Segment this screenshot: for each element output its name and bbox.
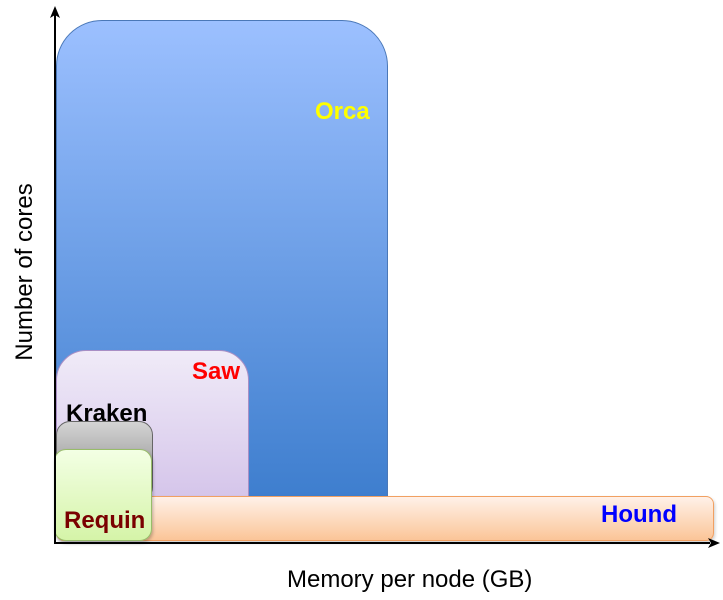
kraken-label: Kraken	[66, 400, 148, 427]
hound-region	[56, 496, 714, 541]
y-axis-label: Number of cores	[11, 183, 38, 361]
saw-label: Saw	[192, 358, 241, 385]
x-axis-label: Memory per node (GB)	[287, 566, 533, 593]
x-axis-arrow-icon	[708, 538, 720, 548]
orca-label: Orca	[315, 98, 370, 125]
hound-label: Hound	[601, 501, 677, 528]
x-axis	[54, 542, 710, 544]
y-axis-arrow-icon	[50, 6, 60, 18]
y-axis	[54, 14, 56, 544]
requin-label: Requin	[64, 507, 146, 534]
